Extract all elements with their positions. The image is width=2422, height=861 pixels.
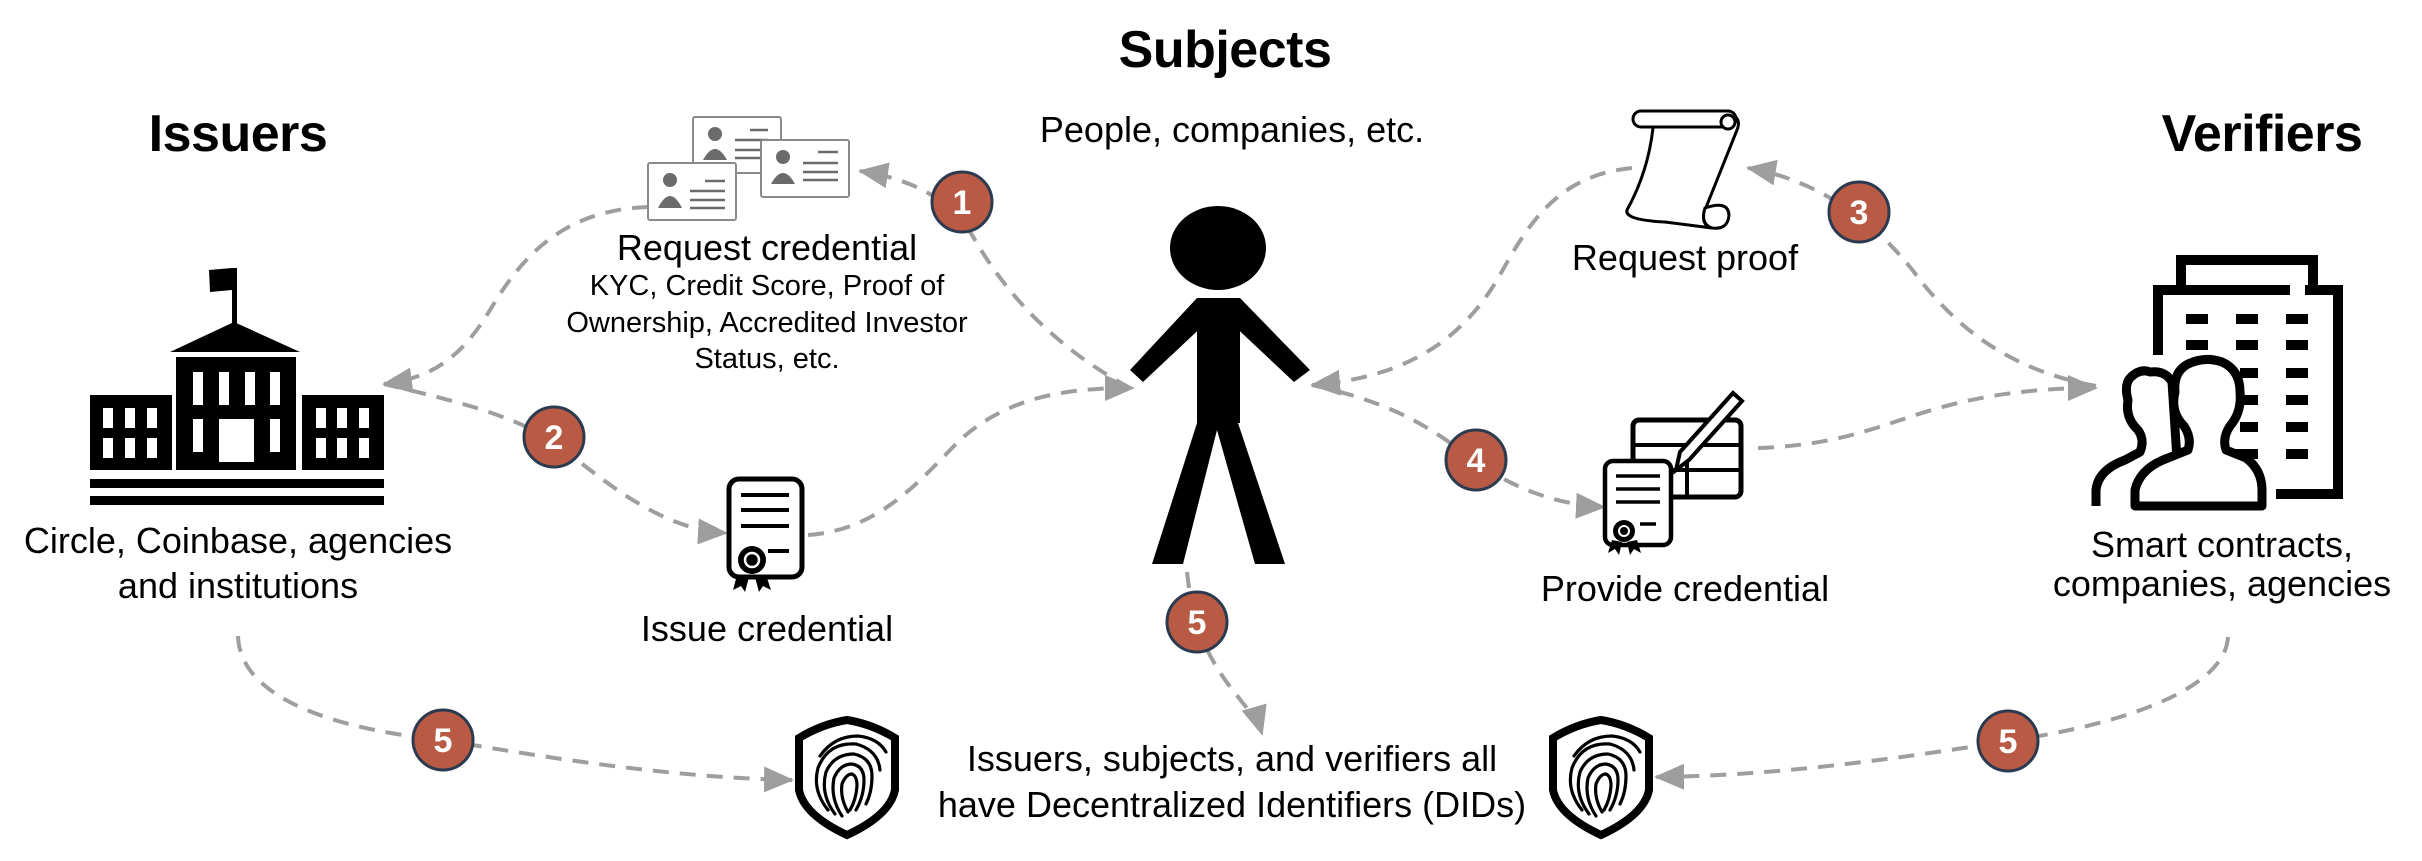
arrow-issue-to-subject xyxy=(807,375,1135,537)
verifiers-description-line-1: Smart contracts, xyxy=(2090,524,2354,565)
request-credential-detail-line-3: Status, etc. xyxy=(694,343,840,375)
step-badge-5-issuer: 5 xyxy=(411,708,475,772)
request-credential-detail-line-2: Ownership, Accredited Investor xyxy=(566,307,968,339)
certificate-form-pencil-icon xyxy=(1602,390,1745,555)
arrow-issuer-to-did xyxy=(236,635,794,793)
step-badge-number: 5 xyxy=(1999,723,2018,761)
issue-credential-label: Issue credential xyxy=(640,608,894,649)
fingerprint-shield-icon xyxy=(1549,715,1653,840)
arrow-verifier-to-did xyxy=(1654,636,2230,790)
certificate-icon xyxy=(726,476,805,592)
issuers-title: Issuers xyxy=(148,105,328,163)
verifiers-description-line-2: companies, agencies xyxy=(2052,563,2392,604)
step-badge-3: 3 xyxy=(1827,180,1891,244)
fingerprint-shield-icon xyxy=(795,715,899,840)
request-proof-label: Request proof xyxy=(1571,237,1799,278)
step-badge-2: 2 xyxy=(522,405,586,469)
step-badge-number: 1 xyxy=(953,184,972,222)
did-description-line-2: have Decentralized Identifiers (DIDs) xyxy=(937,784,1527,825)
government-building-icon xyxy=(90,268,384,505)
step-badge-number: 3 xyxy=(1850,194,1869,232)
subjects-title: Subjects xyxy=(1118,21,1332,79)
step-badge-1: 1 xyxy=(930,170,994,234)
issuers-description-line-2: and institutions xyxy=(117,565,359,606)
scroll-icon xyxy=(1625,109,1740,230)
step-badge-5-verifier: 5 xyxy=(1976,709,2040,773)
people-office-building-icon xyxy=(2091,255,2343,511)
arrow-subject-to-request xyxy=(858,162,1131,390)
request-credential-detail-line-1: KYC, Credit Score, Proof of xyxy=(589,270,945,302)
provide-credential-label: Provide credential xyxy=(1540,568,1830,609)
arrow-verifier-to-proof xyxy=(1746,159,2097,388)
subjects-description: People, companies, etc. xyxy=(1039,109,1425,150)
verifiers-title: Verifiers xyxy=(2161,105,2363,163)
step-badge-number: 2 xyxy=(545,419,564,457)
id-card xyxy=(760,139,850,198)
request-credential-label: Request credential xyxy=(616,227,918,268)
issuers-description-line-1: Circle, Coinbase, agencies xyxy=(23,520,453,561)
did-description-line-1: Issuers, subjects, and verifiers all xyxy=(966,738,1498,779)
id-card xyxy=(647,162,737,221)
id-cards-icon xyxy=(647,116,850,221)
step-badge-4: 4 xyxy=(1444,428,1508,492)
arrow-request-to-issuer xyxy=(382,205,649,394)
step-badge-5-subject: 5 xyxy=(1165,590,1229,654)
step-badge-number: 5 xyxy=(434,722,453,760)
step-badge-number: 4 xyxy=(1467,442,1486,480)
arrow-provide-to-verifier xyxy=(1757,375,2098,450)
arrow-proof-to-subject xyxy=(1310,166,1633,396)
step-badge-number: 5 xyxy=(1188,604,1207,642)
person-stick-figure-icon xyxy=(1130,206,1310,564)
